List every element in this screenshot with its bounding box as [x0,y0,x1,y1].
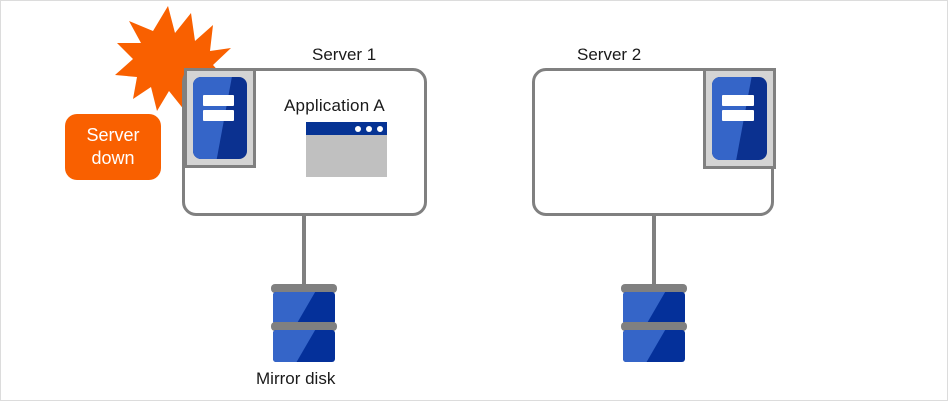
server1-slot-1 [202,95,235,107]
server-down-callout: Server down [65,114,161,180]
window-dot-2 [366,126,372,132]
disk1-bar-top [271,284,337,293]
window-dot-3 [377,126,383,132]
callout-line-1: Server [86,125,140,145]
server1-label: Server 1 [312,45,377,64]
callout-line-2: down [91,148,135,168]
disk2-bar-top [621,284,687,293]
server2-rack-icon [703,68,776,169]
application-a-label: Application A [284,96,385,115]
server2-label: Server 2 [577,45,642,64]
server2-slot-2 [721,110,754,122]
disk1-platter-1 [273,292,335,324]
application-window-icon [306,122,387,177]
server2-chassis [712,77,767,160]
disk1-bar-mid [271,322,337,331]
mirror-disk-label: Mirror disk [256,369,336,388]
server1-chassis [193,77,247,159]
disk2-platter-1 [623,292,685,324]
disk2-platter-2 [623,330,685,362]
disk1-platter-2 [273,330,335,362]
application-window-titlebar [306,122,387,135]
window-dot-1 [355,126,361,132]
server1-rack-icon [184,68,256,168]
connector-server1-disk1 [302,215,306,287]
disk2-bar-mid [621,322,687,331]
connector-server2-disk2 [652,215,656,287]
server2-slot-1 [721,95,754,107]
server1-slot-2 [202,109,235,121]
